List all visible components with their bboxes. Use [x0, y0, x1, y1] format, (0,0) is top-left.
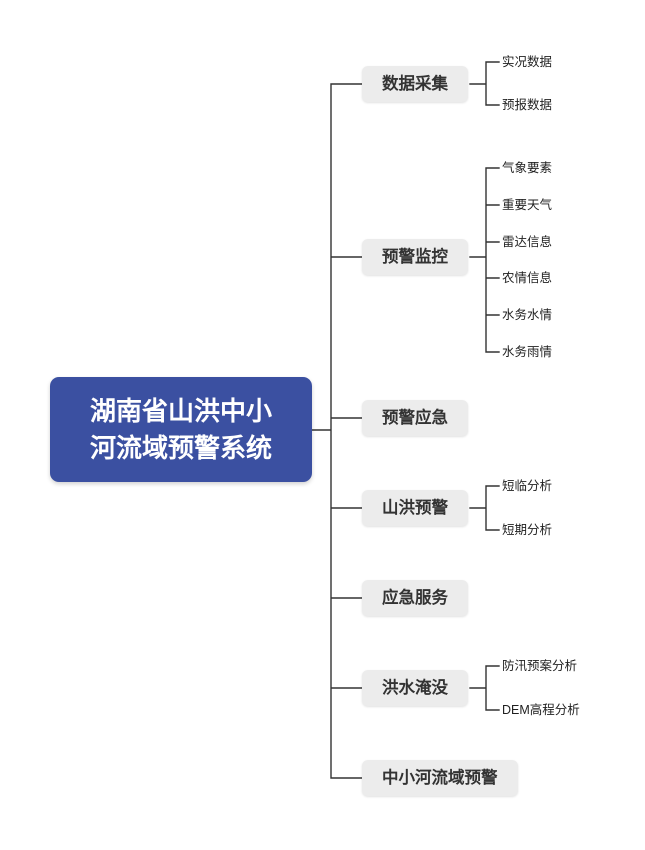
branch-flash-flood-warning[interactable]: 山洪预警 — [362, 490, 468, 526]
leaf-live-data[interactable]: 实况数据 — [502, 55, 553, 69]
leaf-agriculture-info[interactable]: 农情信息 — [502, 271, 553, 285]
leaf-radar-info[interactable]: 雷达信息 — [502, 235, 553, 249]
branch-data-collection[interactable]: 数据采集 — [362, 66, 468, 102]
leaf-important-weather[interactable]: 重要天气 — [502, 198, 553, 212]
leaf-short-term-analysis[interactable]: 短期分析 — [502, 523, 553, 537]
branch-warning-emergency[interactable]: 预警应急 — [362, 400, 468, 436]
branch-warning-monitoring[interactable]: 预警监控 — [362, 239, 468, 275]
root-title-line1: 湖南省山洪中小 — [89, 395, 272, 426]
leaf-water-condition[interactable]: 水务水情 — [502, 308, 553, 322]
root-node[interactable]: 湖南省山洪中小 河流域预警系统 — [50, 377, 312, 482]
branch-emergency-services[interactable]: 应急服务 — [362, 580, 468, 616]
leaf-nowcast-analysis[interactable]: 短临分析 — [502, 479, 553, 493]
leaf-rain-condition[interactable]: 水务雨情 — [502, 345, 553, 359]
leaf-meteorological-elements[interactable]: 气象要素 — [502, 161, 553, 175]
leaf-flood-plan-analysis[interactable]: 防汛预案分析 — [502, 659, 578, 673]
branch-small-medium-river-warning[interactable]: 中小河流域预警 — [362, 760, 518, 796]
branch-flood-inundation[interactable]: 洪水淹没 — [362, 670, 468, 706]
leaf-dem-elevation-analysis[interactable]: DEM高程分析 — [502, 703, 580, 717]
leaf-forecast-data[interactable]: 预报数据 — [502, 98, 553, 112]
root-title-line2: 河流域预警系统 — [89, 432, 272, 463]
